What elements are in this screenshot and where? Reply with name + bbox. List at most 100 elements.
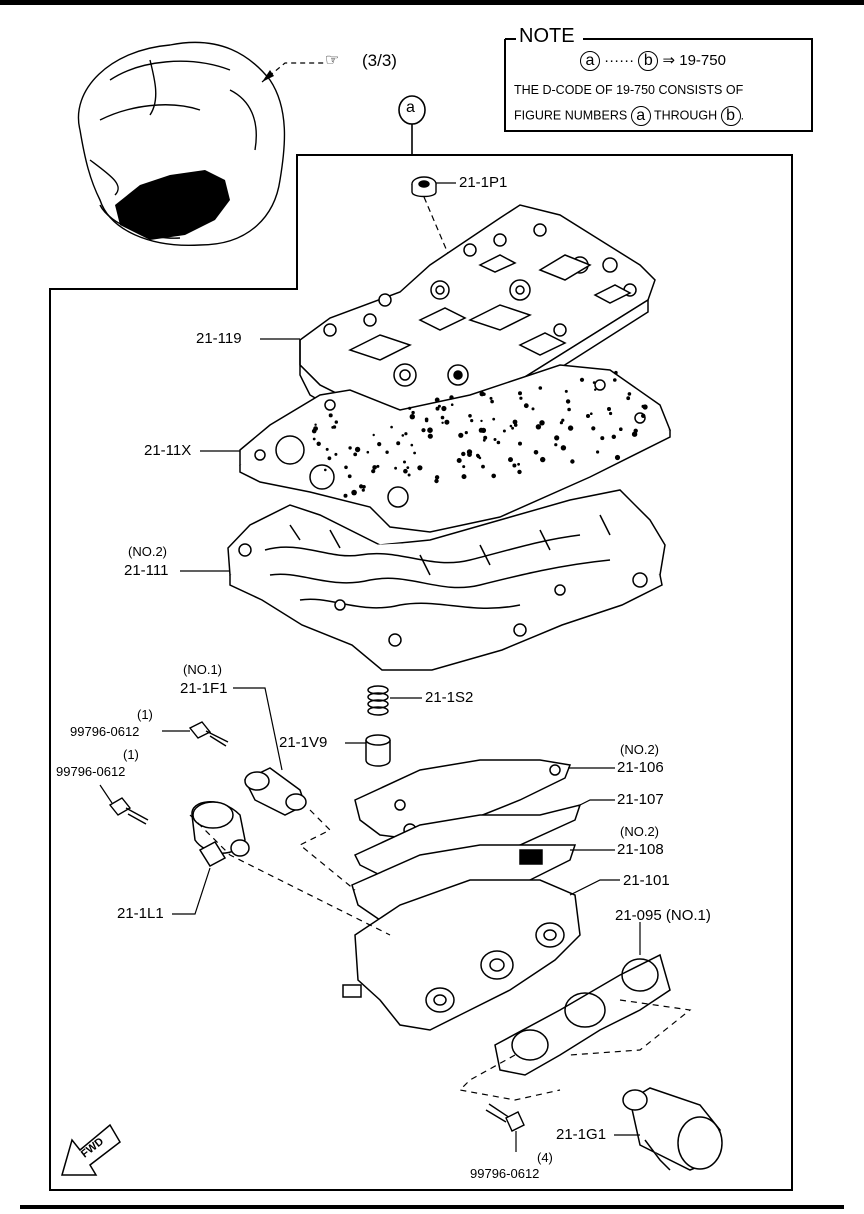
plate-hole — [559, 421, 564, 425]
pointing-hand-icon: ☞ — [325, 52, 340, 69]
plate-hole — [403, 460, 406, 464]
plate-hole — [404, 432, 408, 436]
plate-hole — [531, 407, 535, 411]
plate-hole — [408, 406, 412, 410]
leader-21-1F1 — [233, 687, 283, 771]
solenoid-21-1F1 — [243, 767, 307, 816]
leader-bolt-b — [99, 784, 113, 804]
note-line-1: a ······ b ⇒ 19-750 — [580, 51, 726, 71]
plate-hole — [478, 456, 482, 460]
dashed-guides — [189, 809, 692, 1101]
plate-hole — [513, 423, 518, 427]
plate-hole — [324, 468, 327, 472]
plate-hole — [376, 464, 380, 468]
plate-hole — [489, 396, 493, 400]
plate-hole — [435, 406, 440, 411]
solenoid-21-1L1 — [191, 801, 250, 867]
separator-plate-21-11X — [239, 364, 671, 533]
note-line3-marker-a: a — [630, 106, 651, 126]
leader-21-107 — [577, 799, 615, 807]
label-21-111-note: (NO.2) — [128, 544, 167, 559]
plate-hole — [480, 427, 487, 433]
plate-hole — [444, 419, 450, 425]
label-21-1G1: 21-1G1 — [556, 1126, 607, 1143]
plate-hole — [434, 397, 440, 403]
plate-hole — [411, 410, 415, 415]
plate-hole — [371, 469, 376, 474]
lower-valve-body-21-111 — [227, 489, 666, 671]
plate-hole — [533, 450, 539, 455]
label-21-101: 21-101 — [623, 872, 670, 889]
plate-hole — [394, 466, 397, 470]
note-dots: ······ — [604, 51, 635, 69]
valve-21-1V9 — [365, 734, 391, 767]
plate-hole — [619, 427, 623, 432]
label-21-1V9: 21-1V9 — [279, 734, 328, 751]
plate-hole — [554, 435, 560, 441]
plate-hole — [535, 424, 542, 430]
label-21-106: 21-106 — [617, 759, 664, 776]
valve-body-21-101 — [342, 879, 581, 1031]
top-rule — [0, 0, 864, 5]
overview-leader-arrow — [262, 70, 274, 82]
plate-hole — [596, 450, 600, 454]
plate-hole — [396, 441, 401, 446]
plate-hole — [509, 424, 513, 428]
plate-hole — [312, 437, 316, 441]
label-21-11X: 21-11X — [144, 442, 192, 459]
plate-hole — [560, 445, 567, 451]
plate-hole — [413, 451, 416, 455]
label-21-108-note: (NO.2) — [620, 824, 659, 839]
plate-hole — [313, 426, 318, 431]
plate-hole — [361, 488, 365, 492]
note-marker-a: a — [580, 51, 600, 71]
marker-a-label: a — [406, 99, 415, 116]
bolt-99796-0612-b — [108, 797, 149, 825]
plate-hole — [517, 462, 520, 466]
plate-hole — [523, 403, 529, 409]
plate-hole — [334, 452, 338, 456]
plate-hole — [519, 396, 523, 400]
plate-hole — [565, 399, 571, 404]
plate-hole — [511, 426, 514, 430]
plate-hole — [403, 468, 408, 474]
frame-outline — [49, 154, 793, 1191]
plate-hole — [492, 417, 496, 421]
label-21-095: 21-095 (NO.1) — [615, 907, 711, 924]
plate-hole — [421, 428, 426, 433]
note-arrow: ⇒ — [662, 51, 676, 69]
fwd-arrow — [61, 1123, 121, 1176]
plate-hole — [427, 427, 433, 434]
plate-hole — [351, 489, 357, 496]
note-line3-end: . — [740, 108, 745, 123]
note-line-3: FIGURE NUMBERS a THROUGH b. — [514, 106, 744, 126]
plate-hole — [314, 423, 317, 426]
plate-hole — [462, 465, 466, 469]
separator-plate-holes — [311, 370, 648, 498]
plate-hole — [409, 414, 415, 420]
plate-hole — [344, 465, 348, 470]
label-bolt-a-qty: (1) — [137, 707, 153, 722]
plate-hole — [590, 412, 593, 416]
plate-hole — [561, 418, 565, 422]
plate-hole — [359, 484, 364, 489]
plate-hole — [440, 415, 445, 420]
label-21-1P1: 21-1P1 — [459, 174, 508, 191]
plate-hole — [441, 405, 447, 412]
plate-hole — [564, 389, 568, 393]
plate-hole — [483, 435, 488, 440]
plate-hole — [517, 469, 522, 475]
plate-hole — [567, 407, 571, 412]
label-21-1L1: 21-1L1 — [117, 905, 164, 922]
plate-hole — [348, 446, 352, 450]
solenoid-21-1G1 — [622, 1087, 723, 1171]
label-bolt-b: 99796-0612 — [56, 764, 126, 779]
plate-hole — [554, 443, 558, 447]
plate-hole — [594, 388, 597, 391]
label-21-1S2: 21-1S2 — [425, 689, 474, 706]
plate-hole — [468, 414, 472, 418]
plate-hole — [642, 404, 648, 410]
note-line3-marker-b: b — [720, 106, 741, 126]
plate-hole — [614, 370, 618, 375]
